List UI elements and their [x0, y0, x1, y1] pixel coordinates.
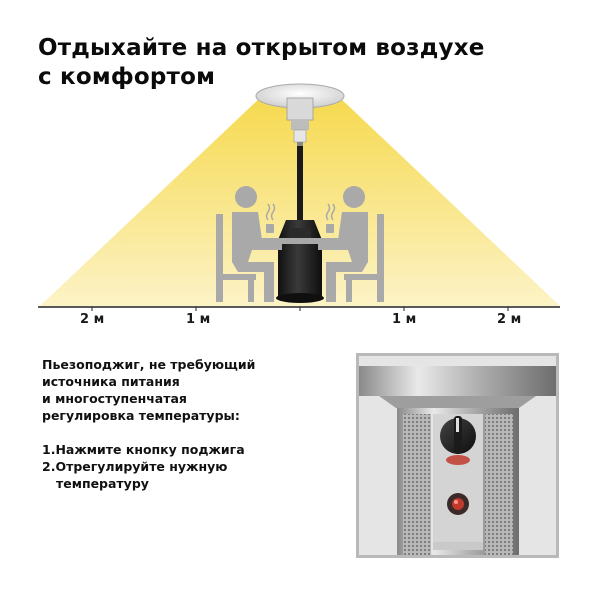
desc-line-1: Пьезоподжиг, не требующий	[42, 357, 256, 372]
heater-hood	[255, 83, 345, 146]
person-seated-left	[216, 186, 282, 302]
step-2-line-2: температуру	[56, 476, 149, 491]
headline-line-2: с комфортом	[38, 64, 216, 90]
scale-label-left-2m: 2 м	[80, 312, 105, 327]
step-1: 1.Нажмите кнопку поджига	[42, 442, 245, 457]
steam-icon	[265, 203, 336, 221]
heater-closeup-drawing	[359, 356, 556, 555]
headline-line-1: Отдыхайте на открытом воздухе	[38, 35, 485, 61]
scale-label-left-1m: 1 м	[186, 312, 211, 327]
heater-illustration	[38, 83, 560, 311]
desc-line-4: регулировка температуры:	[42, 408, 240, 423]
desc-line-3: и многоступенчатая	[42, 391, 187, 406]
patio-heater	[276, 220, 324, 303]
desc-line-2: источника питания	[42, 374, 180, 389]
step-2: 2.Отрегулируйте нужную температуру	[42, 458, 332, 492]
feature-description: Пьезоподжиг, не требующий источника пита…	[42, 356, 332, 492]
scale-ticks	[91, 307, 509, 311]
heater-pole	[297, 146, 303, 220]
scale-label-right-1m: 1 м	[392, 312, 417, 327]
table	[260, 238, 340, 244]
heater-closeup-photo	[356, 353, 559, 558]
page-title: Отдыхайте на открытом воздухе с комфорто…	[38, 34, 558, 92]
step-2-line-1: 2.Отрегулируйте нужную	[42, 459, 228, 474]
scale-label-right-2m: 2 м	[497, 312, 522, 327]
person-seated-right	[318, 186, 384, 302]
